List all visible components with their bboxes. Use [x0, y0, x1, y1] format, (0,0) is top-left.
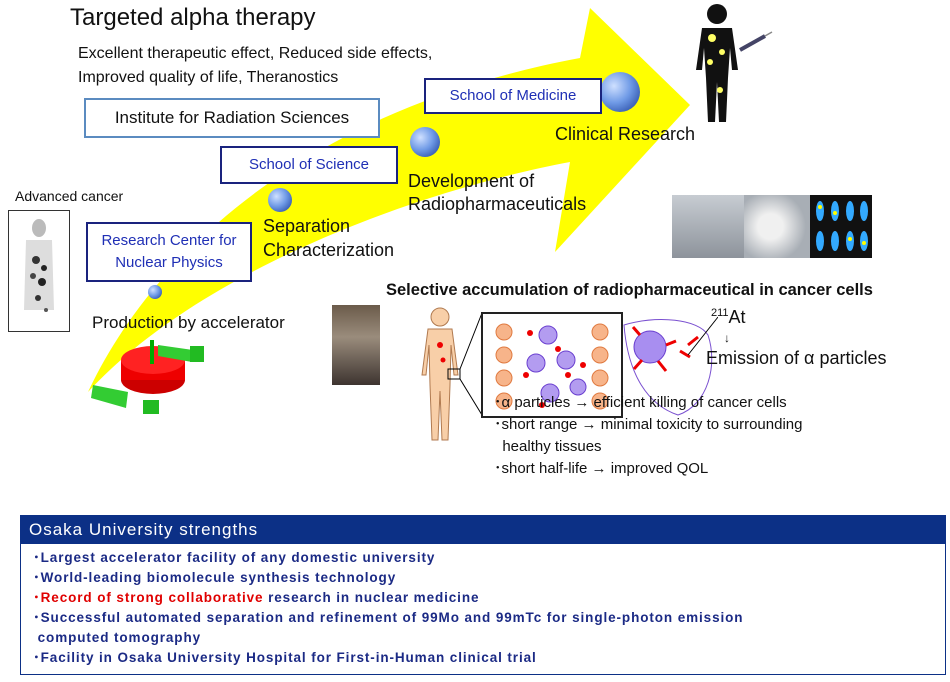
strength-text: World-leading biomolecule synthesis tech…: [40, 570, 397, 585]
facility-photo-scanner: [744, 195, 810, 258]
mechanism-bullet-1: ･α particles → efficient killing of canc…: [494, 394, 787, 411]
strength-item: ･World-leading biomolecule synthesis tec…: [33, 570, 397, 585]
isotope-label: 211At: [711, 307, 746, 328]
nuclear-line-1: Research Center for: [101, 232, 237, 249]
stage-separation-label: Separation Characterization: [263, 214, 394, 262]
cell-illustration: [421, 307, 718, 441]
strengths-list: ･Largest accelerator facility of any dom…: [21, 548, 945, 668]
down-arrow-icon: ↓: [724, 331, 730, 345]
pet-scan-image: [8, 210, 70, 332]
strength-text: Largest accelerator facility of any dome…: [40, 550, 436, 565]
advanced-cancer-label: Advanced cancer: [15, 188, 124, 204]
institute-radiation-box: Institute for Radiation Sciences: [84, 98, 380, 138]
separation-line-1: Separation: [263, 216, 351, 236]
stage-production-label: Production by accelerator: [92, 313, 285, 332]
facility-photo-room: [672, 195, 744, 258]
strength-text: computed tomography: [33, 630, 202, 645]
development-line-2: Radiopharmaceuticals: [408, 194, 587, 214]
mechanism-heading: Selective accumulation of radiopharmaceu…: [386, 281, 873, 299]
school-medicine-box: School of Medicine: [424, 78, 602, 114]
stage-circle-clinical: [600, 72, 640, 112]
mechanism-bullet-3: ･short half-life → improved QOL: [494, 460, 709, 477]
stage-development-label: Development of Radiopharmaceuticals: [408, 170, 586, 216]
page-title: Targeted alpha therapy: [70, 4, 316, 31]
subtitle-line-1: Excellent therapeutic effect, Reduced si…: [78, 45, 433, 62]
mechanism-bullet-2-cont: healthy tissues: [494, 438, 602, 455]
strength-text: Successful automated separation and refi…: [40, 610, 744, 625]
strength-highlight: Record of strong collaborative: [40, 590, 264, 605]
stage-circle-development: [410, 127, 440, 157]
separation-line-2: Characterization: [263, 240, 395, 260]
mechanism-bullet-2: ･short range → minimal toxicity to surro…: [494, 416, 803, 433]
emission-label: Emission of α particles: [706, 348, 887, 368]
isotope-symbol: At: [728, 307, 746, 327]
subtitle-line-2: Improved quality of life, Theranostics: [78, 69, 339, 86]
strength-item: ･Successful automated separation and ref…: [33, 610, 744, 625]
strengths-header: Osaka University strengths: [21, 516, 945, 544]
strength-item: ･Facility in Osaka University Hospital f…: [33, 650, 537, 665]
strength-item: ･Record of strong collaborative research…: [33, 590, 480, 605]
accelerator-illustration: [91, 340, 204, 414]
human-silhouette-icon: [696, 4, 773, 122]
stage-circle-production: [148, 285, 162, 299]
strength-item: ･Largest accelerator facility of any dom…: [33, 550, 436, 565]
nuclear-physics-box: Research Center for Nuclear Physics: [86, 222, 252, 282]
body-figure: [421, 307, 459, 441]
isotope-mass: 211: [711, 307, 729, 319]
development-line-1: Development of: [408, 171, 535, 191]
school-science-box: School of Science: [220, 146, 398, 184]
stage-circle-separation: [268, 188, 292, 212]
strength-text: research in nuclear medicine: [263, 590, 480, 605]
strength-text: Facility in Osaka University Hospital fo…: [40, 650, 537, 665]
nuclear-line-2: Nuclear Physics: [115, 254, 223, 271]
stage-clinical-label: Clinical Research: [555, 124, 696, 144]
equipment-photo: [332, 305, 380, 385]
strength-item: computed tomography: [33, 628, 945, 648]
facility-photo-scans: [810, 195, 872, 258]
strengths-panel: Osaka University strengths ･Largest acce…: [20, 515, 946, 675]
